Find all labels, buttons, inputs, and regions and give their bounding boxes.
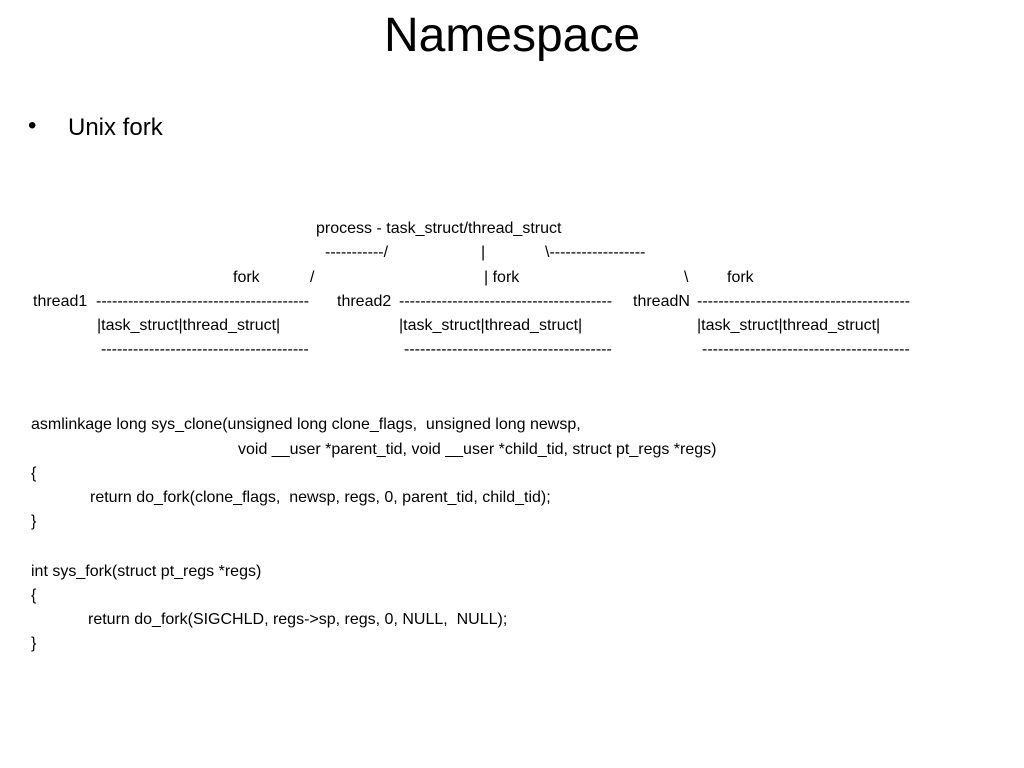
threadN-label: threadN [633,293,690,310]
sys-fork-return-do-fork: return do_fork(SIGCHLD, regs->sp, regs, … [88,611,508,628]
sys-fork-signature: int sys_fork(struct pt_regs *regs) [31,563,262,580]
fork-edge-right: \------------------ [545,244,646,261]
sys-fork-open-brace: { [31,587,37,604]
sys-clone-close-brace: } [31,513,37,530]
thread1-underline: --------------------------------------- [101,341,309,358]
threadN-underline: --------------------------------------- [702,341,910,358]
bullet-marker: • [28,112,37,139]
sys-clone-signature-line2: void __user *parent_tid, void __user *ch… [238,441,717,458]
fork-label-right: fork [727,269,754,286]
backslash-right: \ [684,269,689,286]
fork-edge-left: -----------/ [325,244,389,261]
fork-label-mid: | fork [484,269,520,286]
trunk-pipe: | [481,244,486,261]
thread2-label: thread2 [337,293,392,310]
thread2-dashes: ---------------------------------------- [399,293,613,310]
thread1-label: thread1 [33,293,88,310]
slash-left: / [310,269,315,286]
sys-clone-signature-line1: asmlinkage long sys_clone(unsigned long … [31,416,581,433]
thread1-dashes: ---------------------------------------- [96,293,310,310]
threadN-struct: |task_struct|thread_struct| [697,317,881,334]
slide-title: Namespace [383,9,641,62]
thread1-struct: |task_struct|thread_struct| [97,317,281,334]
thread2-struct: |task_struct|thread_struct| [399,317,583,334]
sys-clone-return-do-fork: return do_fork(clone_flags, newsp, regs,… [90,489,551,506]
threadN-dashes: ---------------------------------------- [697,293,911,310]
thread2-underline: --------------------------------------- [404,341,612,358]
sys-clone-open-brace: { [31,465,37,482]
process-label: process - task_struct/thread_struct [316,220,562,237]
sys-fork-close-brace: } [31,635,37,652]
bullet-text-unix-fork: Unix fork [68,114,163,141]
fork-label-left: fork [233,269,260,286]
